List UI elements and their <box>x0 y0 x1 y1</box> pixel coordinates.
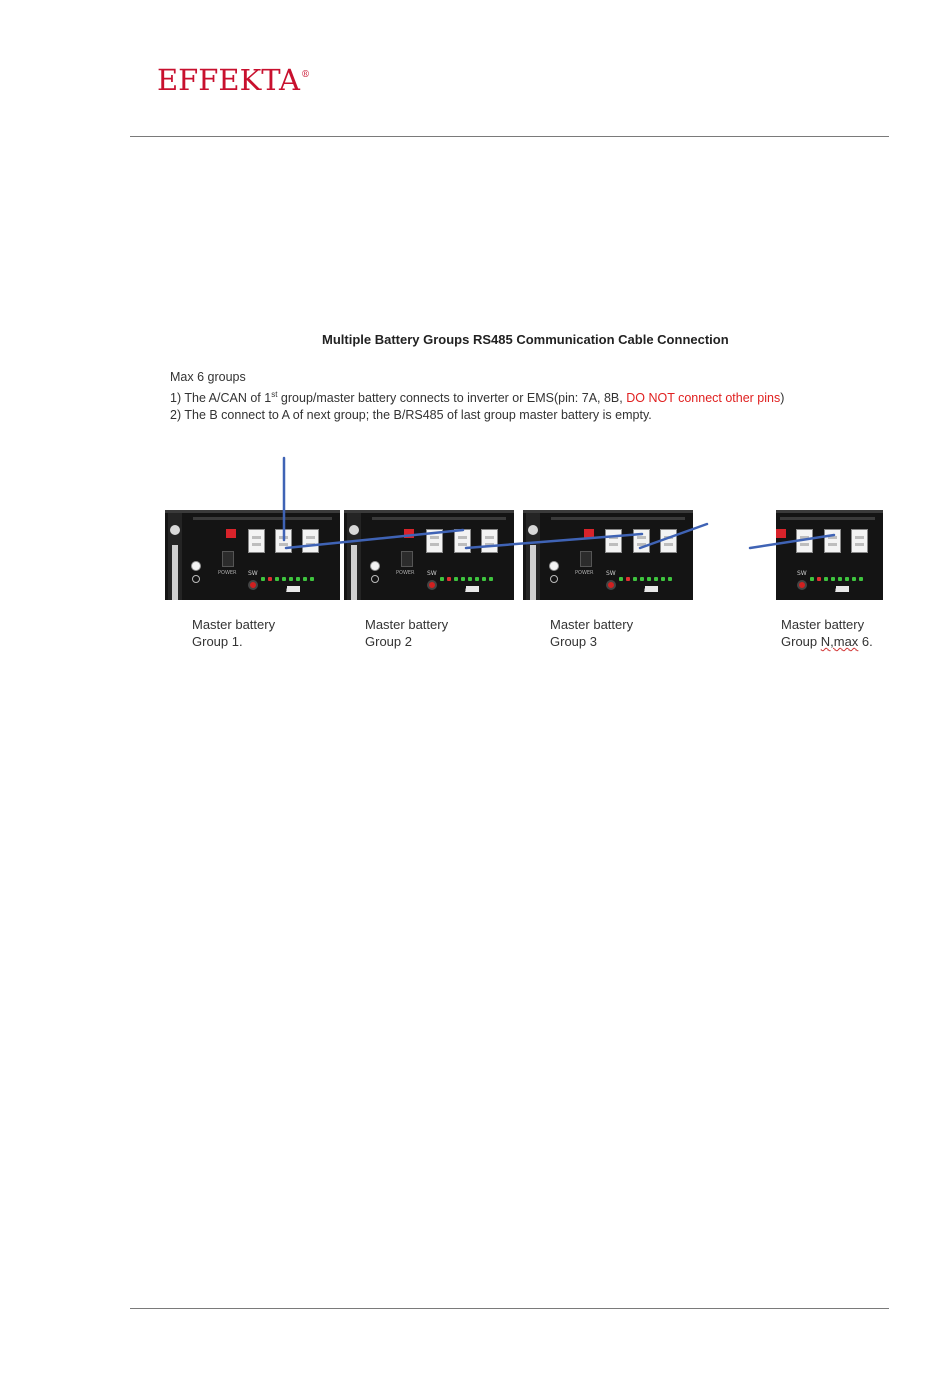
battery-panel-group-n: SW <box>776 510 883 600</box>
cable-group2-to-group3 <box>464 532 644 550</box>
status-leds <box>810 577 863 582</box>
battery-handle <box>168 513 182 600</box>
caption-group-1: Master battery Group 1. <box>192 617 276 649</box>
port-a-can <box>248 529 265 553</box>
power-terminal <box>191 561 201 571</box>
sw-label: SW <box>797 570 807 577</box>
sw-button <box>248 580 258 590</box>
header-rule <box>130 136 889 137</box>
sw-button <box>606 580 616 590</box>
status-leds <box>261 577 314 582</box>
status-leds <box>440 577 493 582</box>
ground-terminal <box>371 575 379 583</box>
soc-indicator <box>636 586 658 592</box>
dip-switch <box>404 529 414 538</box>
caption-group-n: Master battery Group N,max 6. <box>781 617 873 649</box>
diagram-title: Multiple Battery Groups RS485 Communicat… <box>322 332 729 347</box>
note-step-2: 2) The B connect to A of next group; the… <box>170 408 652 423</box>
battery-handle <box>347 513 361 600</box>
soc-indicator <box>278 586 300 592</box>
dip-switch <box>226 529 236 538</box>
sw-label: SW <box>248 570 258 577</box>
port-a-can <box>426 529 443 553</box>
battery-panel-group-2: POWER SW <box>344 510 514 600</box>
sw-label: SW <box>606 570 616 577</box>
caption-group-2: Master battery Group 2 <box>365 617 449 649</box>
power-label: POWER <box>218 570 237 576</box>
sw-button <box>797 580 807 590</box>
power-switch <box>222 551 234 567</box>
footer-rule <box>130 1308 889 1309</box>
ground-terminal <box>550 575 558 583</box>
warning-text: DO NOT connect other pins <box>626 391 781 406</box>
battery-panel-group-3: POWER SW <box>523 510 693 600</box>
ground-terminal <box>192 575 200 583</box>
cable-group1-to-group2 <box>284 528 465 550</box>
battery-handle <box>526 513 540 600</box>
cable-into-group-n <box>748 533 836 550</box>
sw-label: SW <box>427 570 437 577</box>
sw-button <box>427 580 437 590</box>
soc-indicator <box>827 586 849 592</box>
diagram-notes: Max 6 groups 1) The A/CAN of 1st group/m… <box>170 369 784 424</box>
power-switch <box>401 551 413 567</box>
dip-switch <box>584 529 594 538</box>
note-max-groups: Max 6 groups <box>170 370 246 384</box>
power-terminal <box>370 561 380 571</box>
cable-group3-out <box>638 522 709 550</box>
note-step-1: 1) The A/CAN of 1st group/master battery… <box>170 390 785 406</box>
power-switch <box>580 551 592 567</box>
status-leds <box>619 577 672 582</box>
effekta-logo: EFFEKTA® <box>157 63 310 97</box>
caption-group-3: Master battery Group 3 <box>550 617 634 649</box>
power-terminal <box>549 561 559 571</box>
power-label: POWER <box>575 570 594 576</box>
dip-switch <box>776 529 786 538</box>
power-label: POWER <box>396 570 415 576</box>
soc-indicator <box>457 586 479 592</box>
rs485-cable-wires <box>282 456 836 550</box>
port-lcd <box>851 529 868 553</box>
